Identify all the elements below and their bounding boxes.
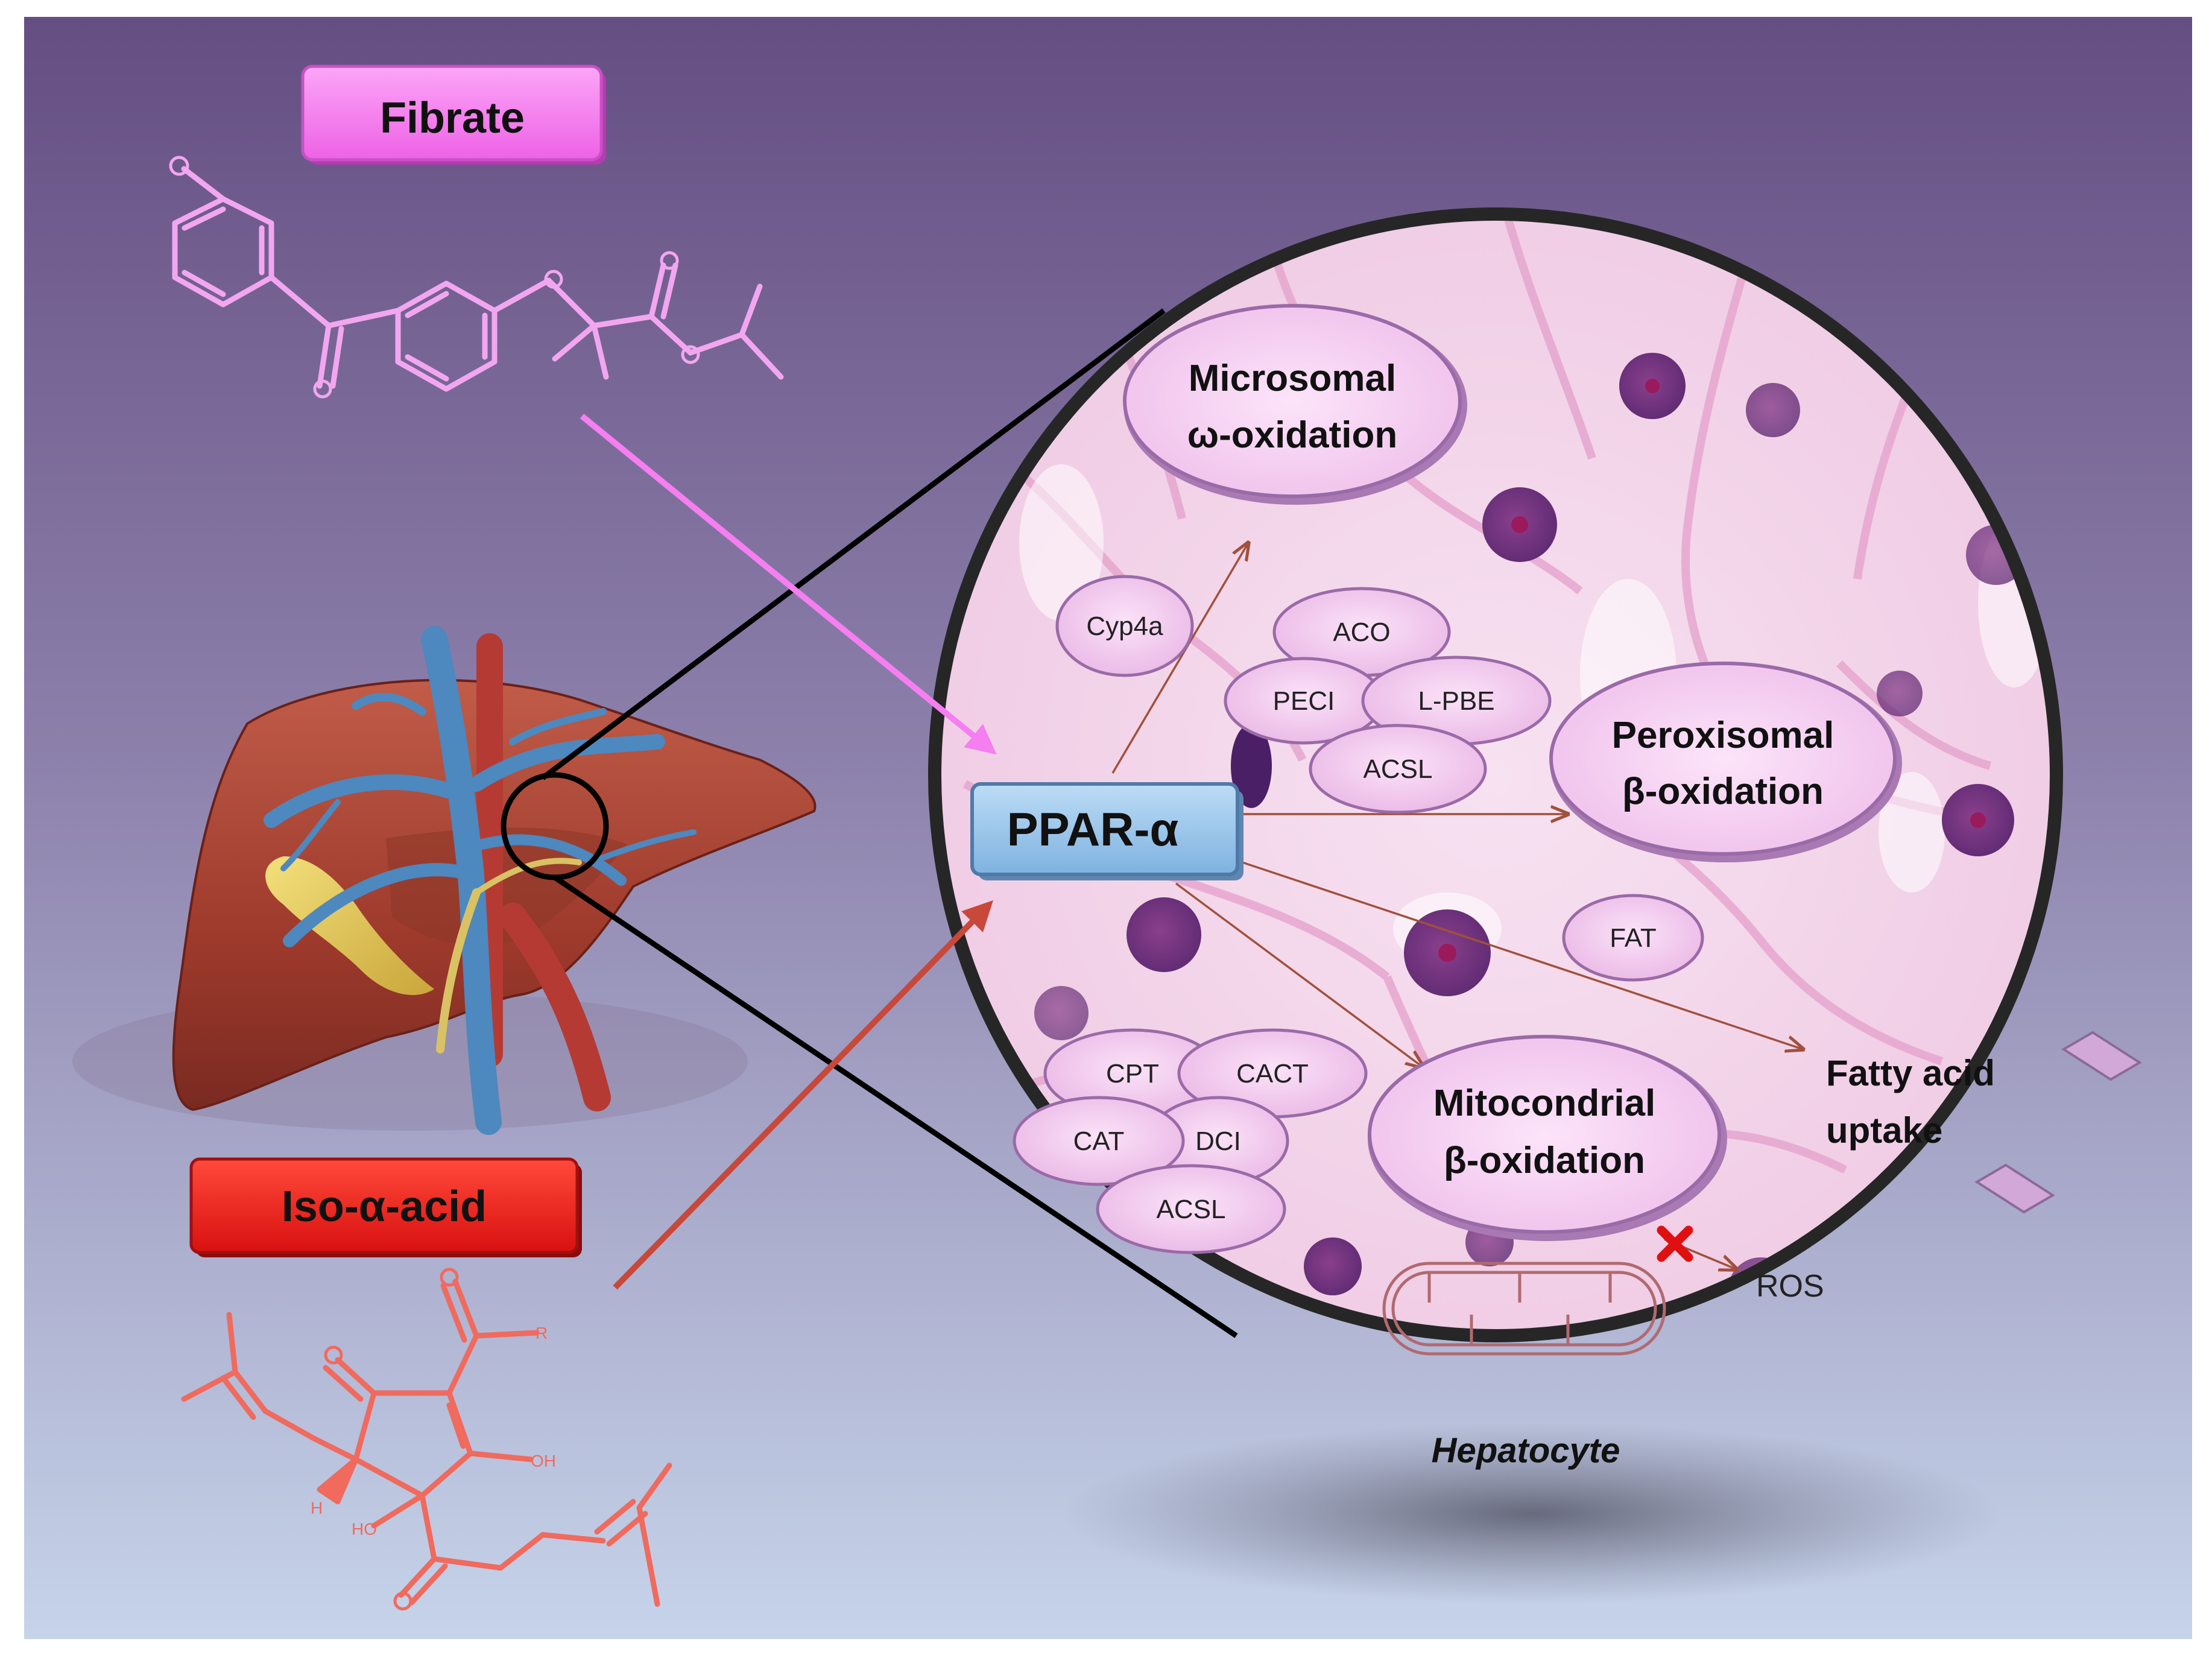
ppar-alpha-box: PPAR-α — [970, 782, 1243, 880]
fibrate-label: Fibrate — [380, 94, 525, 142]
mitochondrial-label-line2: β-oxidation — [1444, 1140, 1645, 1181]
mitochondrion-icon — [1382, 1262, 1666, 1356]
iso-alpha-acid-label-box: Iso-α-acid — [189, 1157, 582, 1257]
inhibition-cross — [1657, 1225, 1693, 1262]
pathway-arrows — [1111, 543, 1803, 1269]
iso-alpha-acid-label: Iso-α-acid — [282, 1183, 487, 1231]
mitochondrial-label-line1: Mitocondrial — [1433, 1082, 1656, 1124]
gene-acsl-mito-label: ACSL — [1157, 1195, 1226, 1224]
transporter-icon — [1974, 1031, 2142, 1214]
gene-cyp4a: Cyp4a — [1055, 575, 1194, 677]
iso-alpha-acid-atoms: R OH HO H — [311, 1268, 556, 1611]
ppar-alpha-label: PPAR-α — [1007, 803, 1179, 856]
gene-peci-label: PECI — [1273, 686, 1335, 716]
gene-lpbe-label: L-PBE — [1418, 686, 1494, 716]
fibrate-molecule — [172, 166, 784, 392]
liver-illustration — [72, 626, 817, 1135]
gene-fat: FAT — [1562, 894, 1704, 982]
gene-cat-label: CAT — [1073, 1126, 1125, 1156]
gene-dci-label: DCI — [1195, 1126, 1241, 1156]
peroxisomal-label-line1: Peroxisomal — [1612, 715, 1834, 756]
hepatocyte-circle-border — [928, 207, 2063, 1342]
gene-cpt: CPT — [1043, 1028, 1222, 1119]
gene-aco: ACO — [1272, 587, 1451, 677]
fibrate-atoms — [169, 156, 700, 399]
ros-label: ROS — [1756, 1269, 1824, 1304]
mitochondrial-bubble: Mitocondrial β-oxidation — [1368, 1035, 1727, 1241]
gene-dci: DCI — [1147, 1096, 1289, 1186]
zoom-line-top — [541, 308, 1166, 780]
peroxisomal-label-line2: β-oxidation — [1622, 771, 1824, 812]
microsomal-label-line2: ω-oxidation — [1187, 414, 1398, 456]
gene-cact-label: CACT — [1236, 1059, 1309, 1089]
gene-acsl-perox: ACSL — [1309, 724, 1487, 814]
microsomal-bubble: Microsomal ω-oxidation — [1123, 304, 1467, 505]
uptake-label-line2: uptake — [1826, 1110, 1942, 1151]
fibrate-label-box: Fibrate — [301, 65, 606, 165]
fibrate-arrow — [580, 414, 997, 755]
gene-cpt-label: CPT — [1106, 1059, 1159, 1089]
gene-lpbe: L-PBE — [1361, 656, 1552, 746]
gene-cat: CAT — [1013, 1096, 1185, 1186]
iso-atom-ho: HO — [352, 1520, 377, 1538]
gene-acsl-perox-label: ACSL — [1364, 754, 1433, 784]
cell-shadow — [1061, 1423, 2002, 1604]
gene-acsl-mito: ACSL — [1096, 1164, 1286, 1254]
iso-atom-oh: OH — [531, 1452, 556, 1470]
gene-bubbles: Cyp4a ACO PECI L-PBE ACSL FAT CPT CACT — [1013, 575, 1704, 1254]
peroxisomal-bubble: Peroxisomal β-oxidation — [1549, 662, 1902, 862]
zoom-line-bottom — [553, 875, 1238, 1338]
hepatocyte-caption: Hepatocyte — [1432, 1431, 1620, 1470]
gene-aco-label: ACO — [1333, 618, 1390, 647]
iso-atom-h: H — [311, 1499, 323, 1517]
gene-cyp4a-label: Cyp4a — [1086, 611, 1163, 641]
microsomal-label-line1: Microsomal — [1189, 358, 1397, 399]
uptake-label-line1: Fatty acid — [1826, 1053, 1995, 1093]
iso-alpha-acid-arrow — [613, 900, 993, 1290]
gene-fat-label: FAT — [1610, 923, 1656, 953]
iso-atom-r: R — [536, 1324, 548, 1342]
iso-alpha-acid-molecule — [181, 1278, 672, 1607]
